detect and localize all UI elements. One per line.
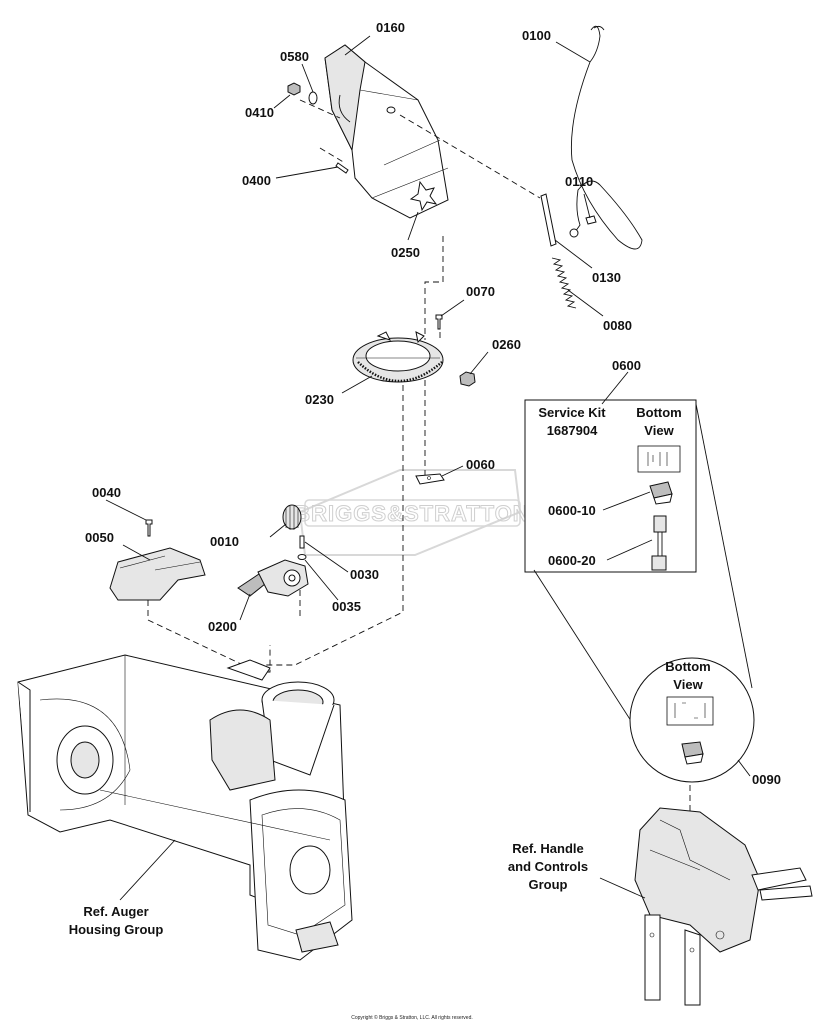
callout-0250: 0250	[391, 245, 420, 260]
clip-0110	[585, 215, 597, 225]
washer-0580	[308, 91, 318, 105]
service-kit-labels: Service Kit 1687904 Bottom View	[538, 405, 681, 438]
cover-0050	[109, 547, 206, 601]
handle-controls	[634, 807, 813, 1006]
nut-0410	[287, 82, 301, 96]
screw-0040	[145, 519, 153, 537]
callout-0130: 0130	[592, 270, 621, 285]
kit-bottom-view-line1: Bottom	[636, 405, 682, 420]
callout-0600-10: 0600-10	[548, 503, 596, 518]
callout-0040: 0040	[92, 485, 121, 500]
watermark-logo: BRIGGS&STRATTON	[294, 469, 529, 556]
callout-0100: 0100	[522, 28, 551, 43]
detail-circle	[629, 657, 755, 783]
callout-0160: 0160	[376, 20, 405, 35]
copyright-text: Copyright © Briggs & Stratton, LLC. All …	[351, 1014, 473, 1021]
callout-0070: 0070	[466, 284, 495, 299]
callout-0110: 0110	[565, 174, 593, 189]
washer-0035	[297, 554, 307, 560]
service-kit-box	[524, 399, 697, 573]
callout-0600-20: 0600-20	[548, 553, 596, 568]
watermark-text: BRIGGS&STRATTON	[294, 501, 529, 526]
ref-handle-line1: Ref. Handle	[512, 841, 584, 856]
callout-labels: 0160 0580 0410 0400 0250 0100 0110 0130 …	[85, 20, 781, 787]
service-kit-number: 1687904	[547, 423, 598, 438]
spring-0080	[551, 257, 577, 309]
callout-0030: 0030	[350, 567, 379, 582]
nut-0260	[459, 371, 476, 387]
kit-connector-right	[695, 403, 753, 689]
kit-connector-left	[533, 569, 643, 739]
callout-0010: 0010	[210, 534, 239, 549]
bracket-0060	[415, 473, 445, 485]
auger-housing	[17, 654, 353, 961]
rod-0130	[540, 193, 557, 247]
callout-0050: 0050	[85, 530, 114, 545]
bolt-0400	[335, 162, 349, 174]
callout-0400: 0400	[242, 173, 271, 188]
callout-leaders	[105, 35, 751, 901]
callout-0035: 0035	[332, 599, 361, 614]
kit-bottom-view-line2: View	[644, 423, 674, 438]
screw-0030	[299, 535, 305, 549]
callout-0090: 0090	[752, 772, 781, 787]
service-kit-title: Service Kit	[538, 405, 606, 420]
callout-0260: 0260	[492, 337, 521, 352]
motor-0200	[237, 559, 309, 597]
ref-labels: Ref. Handle and Controls Group Ref. Auge…	[69, 841, 588, 937]
detail-circle-labels: Bottom View	[665, 659, 711, 692]
detail-bottom-view-line1: Bottom	[665, 659, 711, 674]
gear-0010	[282, 504, 302, 530]
ref-handle-line3: Group	[529, 877, 568, 892]
screw-0070	[435, 314, 443, 330]
detail-bottom-view-line2: View	[673, 677, 703, 692]
callout-0080: 0080	[603, 318, 632, 333]
ref-handle-line2: and Controls	[508, 859, 588, 874]
cable-0100	[569, 25, 643, 250]
callout-0200: 0200	[208, 619, 237, 634]
callout-0600: 0600	[612, 358, 641, 373]
chute-deflector	[324, 44, 449, 219]
ref-auger-line1: Ref. Auger	[83, 904, 148, 919]
callout-0060: 0060	[466, 457, 495, 472]
callout-0580: 0580	[280, 49, 309, 64]
callout-0410: 0410	[245, 105, 274, 120]
chute-ring-0230	[352, 331, 444, 383]
ref-auger-line2: Housing Group	[69, 922, 164, 937]
callout-0230: 0230	[305, 392, 334, 407]
